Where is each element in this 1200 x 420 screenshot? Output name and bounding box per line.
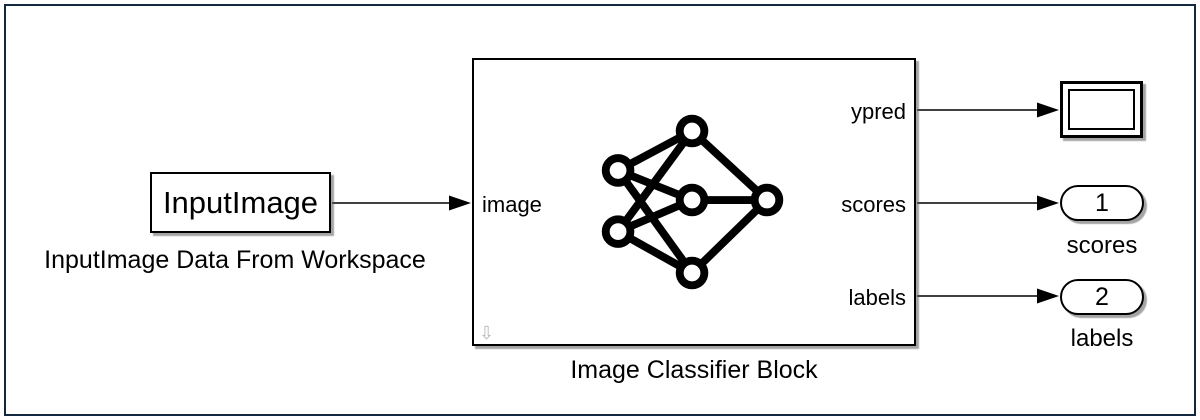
port-label-scores: scores xyxy=(841,192,906,217)
wire-scores-arrowhead xyxy=(1037,195,1059,211)
block-status-down-arrow-icon[interactable]: ⇩ xyxy=(479,323,495,343)
neural-network-graph xyxy=(601,114,784,290)
wire-labels-arrowhead xyxy=(1037,288,1059,304)
input-image-block-caption[interactable]: InputImage Data From Workspace xyxy=(44,246,426,274)
wire-input-image-arrowhead xyxy=(449,195,471,211)
wire-ypred[interactable] xyxy=(917,102,1059,118)
outport-labels-caption[interactable]: labels xyxy=(1070,325,1134,352)
port-label-ypred: ypred xyxy=(850,99,906,124)
outport-block-labels[interactable]: 2 xyxy=(1060,279,1144,315)
wire-labels[interactable] xyxy=(917,288,1059,304)
display-block-screen xyxy=(1068,89,1135,130)
outport-scores-number: 1 xyxy=(1095,188,1109,217)
outport-scores-caption[interactable]: scores xyxy=(1066,232,1138,259)
input-image-block-label: InputImage xyxy=(162,184,319,220)
outport-block-scores[interactable]: 1 xyxy=(1060,185,1144,221)
port-label-image: image xyxy=(482,192,542,217)
wire-input-image[interactable] xyxy=(332,195,471,211)
input-image-block[interactable]: InputImage xyxy=(150,172,331,233)
port-label-labels: labels xyxy=(848,285,906,310)
outport-labels-number: 2 xyxy=(1095,282,1109,311)
image-classifier-block-caption[interactable]: Image Classifier Block xyxy=(570,356,818,384)
display-block[interactable] xyxy=(1060,81,1143,138)
image-classifier-block[interactable]: image ypred scores labels ⇩ xyxy=(472,58,916,346)
wire-ypred-arrowhead xyxy=(1037,102,1059,118)
wire-scores[interactable] xyxy=(917,195,1059,211)
neural-network-icon xyxy=(601,114,784,290)
